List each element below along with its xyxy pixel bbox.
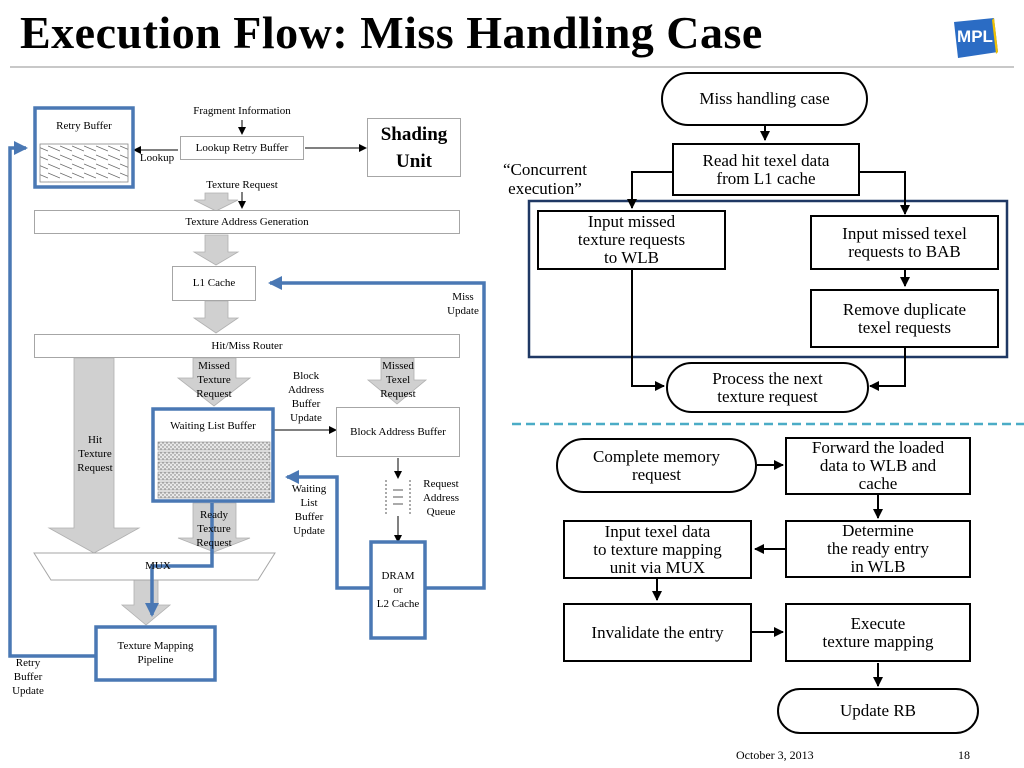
determine-ready-node: Determine the ready entry in WLB xyxy=(785,520,971,578)
lookup-label: Lookup xyxy=(139,152,175,164)
slide-date: October 3, 2013 xyxy=(736,748,814,762)
title-divider xyxy=(10,66,1014,68)
read-hit-texel-node: Read hit texel data from L1 cache xyxy=(672,143,860,196)
slide-title: Execution Flow: Miss Handling Case xyxy=(20,7,763,58)
execute-mapping-node: Execute texture mapping xyxy=(785,603,971,662)
texture-request-label: Texture Request xyxy=(206,179,278,191)
miss-handling-case-node: Miss handling case xyxy=(661,72,868,126)
forward-loaded-node: Forward the loaded data to WLB and cache xyxy=(785,437,971,495)
texture-mapping-pipeline-label: Texture Mapping Pipeline xyxy=(117,640,194,666)
concurrent-execution-label: “Concurrent execution” xyxy=(502,160,588,198)
texture-address-generation-box: Texture Address Generation xyxy=(34,210,460,234)
mpl-logo-text: MPL xyxy=(957,27,993,46)
lookup-retry-buffer-box: Lookup Retry Buffer xyxy=(180,136,304,160)
remove-duplicate-node: Remove duplicate texel requests xyxy=(810,289,999,348)
miss-update-label: Miss Update xyxy=(447,291,479,317)
hit-miss-router-box: Hit/Miss Router xyxy=(34,334,460,358)
slide-number: 18 xyxy=(958,748,970,762)
ready-texture-request-label: Ready Texture Request xyxy=(196,509,232,549)
process-next-node: Process the next texture request xyxy=(666,362,869,413)
complete-memory-node: Complete memory request xyxy=(556,438,757,493)
shading-unit-box: Shading Unit xyxy=(367,118,461,177)
queue-icon xyxy=(385,480,411,514)
dram-l2-cache-label: DRAM or L2 Cache xyxy=(376,570,420,610)
update-rb-node: Update RB xyxy=(777,688,979,734)
mpl-logo-icon xyxy=(954,18,998,58)
hit-texture-request-label: Hit Texture Request xyxy=(77,434,113,474)
retry-buffer-label: Retry Buffer xyxy=(56,120,112,132)
input-missed-texture-node: Input missed texture requests to WLB xyxy=(537,210,726,270)
l1-cache-box: L1 Cache xyxy=(172,266,256,301)
mux-label: MUX xyxy=(145,560,171,572)
invalidate-entry-node: Invalidate the entry xyxy=(563,603,752,662)
missed-texture-request-label: Missed Texture Request xyxy=(196,360,232,400)
waiting-list-buffer-update-label: Waiting List Buffer Update xyxy=(291,483,327,537)
waiting-list-buffer-label: Waiting List Buffer xyxy=(170,420,256,432)
waiting-list-rows xyxy=(157,441,271,499)
concurrent-group xyxy=(527,199,1009,359)
input-missed-texel-node: Input missed texel requests to BAB xyxy=(810,215,999,270)
request-address-queue-label: Request Address Queue xyxy=(422,478,460,518)
fragment-information-label: Fragment Information xyxy=(193,105,291,117)
retry-buffer-update-label: Retry Buffer Update xyxy=(12,657,44,697)
missed-texel-request-label: Missed Texel Request xyxy=(380,360,416,400)
retry-buffer-storage xyxy=(39,143,129,183)
block-address-buffer-update-label: Block Address Buffer Update xyxy=(287,370,325,424)
input-texel-mux-node: Input texel data to texture mapping unit… xyxy=(563,520,752,579)
block-address-buffer-box: Block Address Buffer xyxy=(336,407,460,457)
